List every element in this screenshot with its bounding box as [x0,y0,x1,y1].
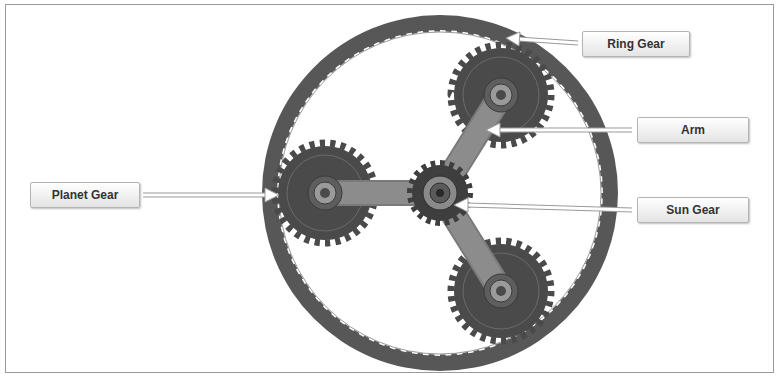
ring-gear-teeth [275,28,605,358]
part-label: Ring Gear [607,37,664,51]
sun-gear [410,163,470,223]
callout-box: Ring Gear [582,31,690,57]
leader-arrow [143,32,632,212]
ring-gear-tooth-line [279,32,601,354]
ring-gear [262,15,618,371]
carrier-arm [325,95,501,291]
part-label: Arm [681,123,705,137]
callout-box: Arm [637,117,749,143]
ring-gear-inner [277,30,603,356]
part-label: Sun Gear [666,203,719,217]
callout-box: Planet Gear [30,182,140,208]
part-label: Planet Gear [52,188,119,202]
planet-hub [308,78,518,308]
callout-box: Sun Gear [637,197,749,223]
